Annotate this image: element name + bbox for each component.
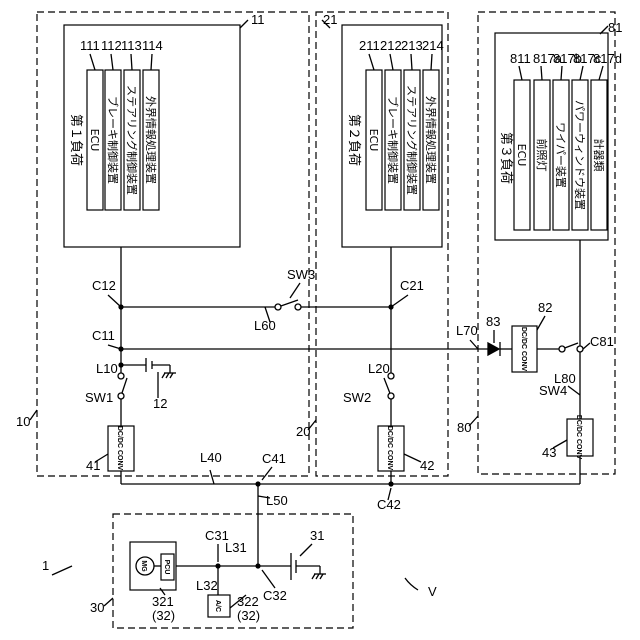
label-sw1: SW1 [85, 390, 113, 405]
label-l70: L70 [456, 323, 478, 338]
label-20: 20 [296, 424, 310, 439]
label-322b: (32) [237, 608, 260, 623]
device-817d-name: 計器類 [592, 139, 606, 172]
device-817c-name: パワーウィンドウ装置 [573, 100, 586, 210]
label-l20: L20 [368, 361, 390, 376]
ref-214: 214 [422, 38, 444, 53]
ref-211: 211 [359, 38, 380, 53]
label-c41: C41 [262, 451, 286, 466]
ref-817d: 817d [593, 51, 622, 66]
device-111-name: ECU [88, 129, 101, 152]
device-113-name: ステアリング制御装置 [125, 85, 139, 195]
ac-text: A/C [214, 600, 221, 612]
label-321: 321 [152, 594, 174, 609]
label-322: 322 [237, 594, 259, 609]
label-321b: (32) [152, 608, 175, 623]
label-30: 30 [90, 600, 104, 615]
ref-112: 112 [101, 38, 122, 53]
label-42: 42 [420, 458, 434, 473]
device-212-name: ブレーキ制御装置 [386, 96, 400, 184]
ref-11: 11 [251, 12, 265, 27]
label-83: 83 [486, 314, 500, 329]
label-10: 10 [16, 414, 30, 429]
label-12: 12 [153, 396, 167, 411]
wiring [121, 240, 580, 595]
label-l60: L60 [254, 318, 276, 333]
load-2-name: 第２負荷 [346, 114, 361, 166]
conv-42-text: DC/DC CONV [386, 426, 393, 471]
label-c81: C81 [590, 334, 614, 349]
ref-213: 213 [401, 38, 423, 53]
ref-21: 21 [323, 12, 337, 27]
device-213-name: ステアリング制御装置 [405, 85, 419, 195]
label-l10: L10 [96, 361, 118, 376]
label-l50: L50 [266, 493, 288, 508]
mg-text: MG [140, 560, 147, 572]
ref-113: 113 [121, 38, 142, 53]
conv-82-text: DC/DC CONV [520, 327, 527, 372]
label-sw2: SW2 [343, 390, 371, 405]
conv-41-text: DC/DC CONV [116, 426, 123, 471]
label-l40: L40 [200, 450, 222, 465]
pcu-text: PCU [163, 560, 170, 575]
label-c42: C42 [377, 497, 401, 512]
label-c21: C21 [400, 278, 424, 293]
label-82: 82 [538, 300, 552, 315]
label-c11: C11 [92, 328, 115, 343]
label-80: 80 [457, 420, 471, 435]
ref-81: 81 [608, 20, 622, 35]
load-3-name: 第３負荷 [498, 132, 513, 184]
device-811-name: ECU [515, 144, 528, 167]
device-112-name: ブレーキ制御装置 [106, 96, 120, 184]
direction-label: V [428, 584, 437, 599]
ref-114: 114 [142, 38, 163, 53]
figure-label: 1 [42, 558, 49, 573]
label-sw3: SW3 [287, 267, 315, 282]
junction-dots [118, 304, 393, 568]
label-l31: L31 [225, 540, 247, 555]
label-31: 31 [310, 528, 324, 543]
ref-212: 212 [380, 38, 402, 53]
device-114-name: 外界情報処理装置 [144, 96, 157, 184]
ref-111: 111 [80, 38, 100, 53]
label-c12: C12 [92, 278, 116, 293]
label-c32: C32 [263, 588, 287, 603]
conv-43-text: DC/DC CONV [575, 415, 582, 460]
load-1-name: 第１負荷 [68, 114, 83, 166]
device-817b-name: ワイパー装置 [554, 122, 567, 188]
device-817a-name: 前照灯 [535, 139, 549, 172]
device-211-name: ECU [367, 129, 380, 152]
ref-811: 811 [510, 51, 531, 66]
label-sw4: SW4 [539, 383, 567, 398]
label-l32: L32 [196, 578, 218, 593]
device-214-name: 外界情報処理装置 [424, 96, 437, 184]
